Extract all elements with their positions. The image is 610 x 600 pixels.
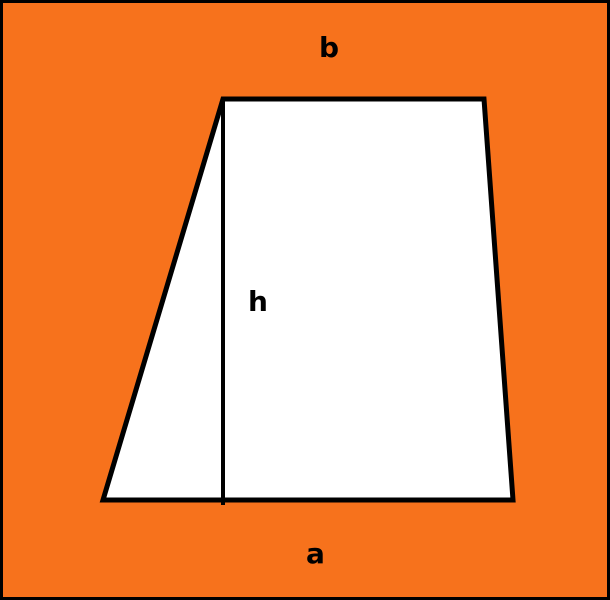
label-h: h — [248, 285, 268, 318]
trapezoid-shape — [99, 96, 516, 503]
label-a: a — [306, 537, 325, 570]
label-b: b — [319, 31, 340, 64]
